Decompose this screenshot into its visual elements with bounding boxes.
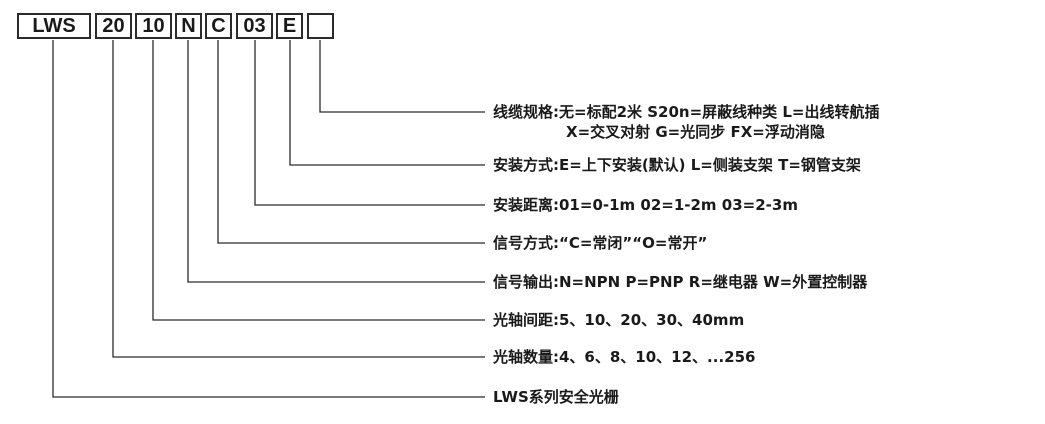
desc-axis-spacing: 光轴间距:5、10、20、30、40mm: [493, 310, 744, 330]
code-box-mounting-method: E: [276, 13, 303, 39]
code-box-signal-output: N: [175, 13, 202, 39]
desc-signal-output-label: 信号输出:: [493, 273, 559, 291]
leader-line-axis-count: [112, 40, 485, 358]
leader-line-mounting-method: [289, 40, 485, 166]
desc-cable-label: 线缆规格:: [493, 103, 559, 121]
desc-axis-spacing-label: 光轴间距:: [493, 311, 559, 329]
leader-line-axis-spacing: [152, 40, 485, 321]
desc-axis-count-label: 光轴数量:: [493, 348, 559, 366]
desc-signal-mode-label: 信号方式:: [493, 234, 559, 252]
desc-series-value: LWS系列安全光栅: [493, 388, 619, 406]
code-box-axis-count: 20: [95, 13, 132, 39]
desc-mounting-distance-label: 安装距离:: [493, 196, 559, 214]
code-box-mounting-distance: 03: [236, 13, 273, 39]
desc-mounting-distance: 安装距离:01=0-1m 02=1-2m 03=2-3m: [493, 195, 798, 215]
desc-cable-line2-row: X=交叉对射 G=光同步 FX=浮动消隐: [566, 122, 825, 142]
code-box-axis-spacing: 10: [135, 13, 172, 39]
desc-signal-mode: 信号方式:“C=常闭”“O=常开”: [493, 233, 707, 253]
desc-axis-count: 光轴数量:4、6、8、10、12、...256: [493, 347, 755, 367]
code-box-signal-mode: C: [205, 13, 232, 39]
leader-line-mounting-distance: [254, 40, 485, 206]
code-box-series: LWS: [17, 13, 91, 39]
desc-signal-output: 信号输出:N=NPN P=PNP R=继电器 W=外置控制器: [493, 272, 867, 292]
desc-cable-line1: 无=标配2米 S20n=屏蔽线种类 L=出线转航插: [559, 103, 880, 121]
leader-line-signal-mode: [217, 40, 485, 244]
desc-mounting-method-value: E=上下安装(默认) L=侧装支架 T=钢管支架: [559, 156, 861, 174]
desc-axis-count-value: 4、6、8、10、12、...256: [559, 348, 756, 366]
desc-signal-output-value: N=NPN P=PNP R=继电器 W=外置控制器: [559, 273, 868, 291]
desc-mounting-method-label: 安装方式:: [493, 156, 559, 174]
desc-signal-mode-value: “C=常闭”“O=常开”: [559, 234, 708, 252]
desc-mounting-distance-value: 01=0-1m 02=1-2m 03=2-3m: [559, 196, 798, 214]
leader-line-cable: [319, 40, 485, 113]
desc-mounting-method: 安装方式:E=上下安装(默认) L=侧装支架 T=钢管支架: [493, 155, 861, 175]
desc-series: LWS系列安全光栅: [493, 387, 619, 407]
desc-axis-spacing-value: 5、10、20、30、40mm: [559, 311, 745, 329]
leader-line-series: [52, 40, 485, 398]
leader-line-signal-output: [187, 40, 485, 283]
desc-cable-line2: X=交叉对射 G=光同步 FX=浮动消隐: [566, 123, 825, 141]
desc-cable: 线缆规格:无=标配2米 S20n=屏蔽线种类 L=出线转航插: [493, 102, 880, 122]
code-box-cable: [307, 13, 334, 39]
